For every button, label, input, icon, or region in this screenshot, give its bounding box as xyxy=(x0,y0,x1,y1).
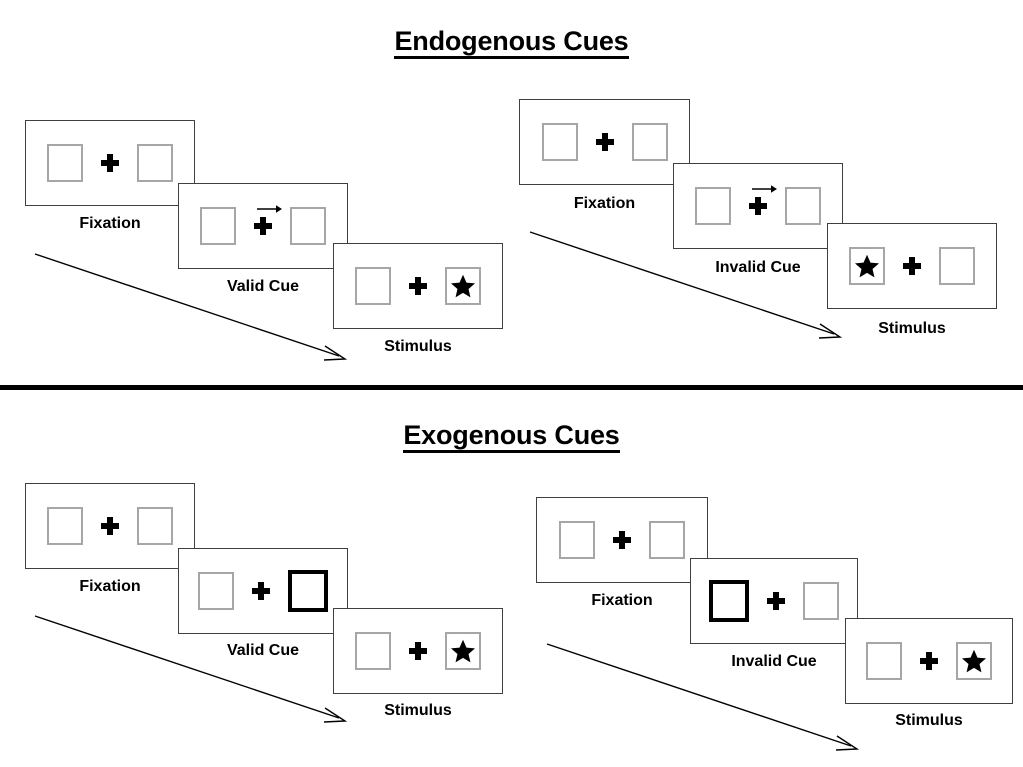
plus-icon xyxy=(595,133,614,151)
panel-content xyxy=(26,484,194,568)
panel-exogenous-invalid-fixation xyxy=(536,497,708,583)
left-box-empty xyxy=(355,267,391,305)
left-box-empty xyxy=(47,507,83,545)
panel-endogenous-valid-cue xyxy=(178,183,348,269)
star-icon xyxy=(450,638,476,664)
fixation-cross-wrap xyxy=(97,505,123,547)
fixation-cross-wrap xyxy=(916,640,942,682)
fixation-cross-wrap xyxy=(899,245,925,287)
panel-exogenous-valid-fixation xyxy=(25,483,195,569)
left-box-empty xyxy=(559,521,595,559)
caption-exogenous-invalid-stimulus: Stimulus xyxy=(895,712,963,729)
caption-endogenous-valid-fixation: Fixation xyxy=(79,215,141,232)
left-box-empty xyxy=(355,632,391,670)
star-icon xyxy=(450,273,476,299)
plus-icon xyxy=(101,517,119,535)
panel-content xyxy=(846,619,1012,703)
panel-content xyxy=(674,164,842,248)
panel-exogenous-invalid-stimulus xyxy=(845,618,1013,704)
left-box-target xyxy=(849,247,885,285)
panel-content xyxy=(828,224,996,308)
panel-exogenous-valid-stimulus xyxy=(333,608,503,694)
panel-content xyxy=(537,498,707,582)
plus-icon xyxy=(101,154,119,172)
fixation-cross-wrap xyxy=(745,185,777,227)
section-title-endogenous: Endogenous Cues xyxy=(0,26,1023,60)
section-title-endogenous-text: Endogenous Cues xyxy=(394,27,629,60)
panel-content xyxy=(179,184,347,268)
plus-icon xyxy=(903,257,921,275)
caption-exogenous-valid-fixation: Fixation xyxy=(79,578,141,595)
right-box-target xyxy=(445,632,481,670)
right-box-target xyxy=(445,267,481,305)
panel-endogenous-invalid-cue xyxy=(673,163,843,249)
left-box-empty xyxy=(695,187,731,225)
arrow-right-icon xyxy=(256,203,282,215)
fixation-cross-wrap xyxy=(609,519,635,561)
caption-exogenous-valid-stimulus: Stimulus xyxy=(384,702,452,719)
plus-icon xyxy=(254,205,282,235)
plus-icon xyxy=(749,185,777,215)
panel-endogenous-invalid-stimulus xyxy=(827,223,997,309)
right-box-empty xyxy=(803,582,839,620)
fixation-cross-wrap xyxy=(248,570,274,612)
panel-endogenous-valid-fixation xyxy=(25,120,195,206)
panel-content xyxy=(179,549,347,633)
star-icon xyxy=(961,648,987,674)
panel-content xyxy=(691,559,857,643)
fixation-cross-wrap xyxy=(592,121,618,163)
right-box-empty xyxy=(631,123,668,161)
left-box-empty xyxy=(866,642,902,680)
fixation-cross-wrap xyxy=(250,205,282,247)
plus-icon xyxy=(613,531,631,549)
plus-icon xyxy=(920,652,938,670)
right-box-empty xyxy=(290,207,326,245)
left-box-empty xyxy=(47,144,83,182)
panel-content xyxy=(334,244,502,328)
plus-icon xyxy=(767,592,785,610)
panel-exogenous-valid-cue xyxy=(178,548,348,634)
right-box-empty xyxy=(137,507,173,545)
panel-content xyxy=(26,121,194,205)
caption-exogenous-invalid-fixation: Fixation xyxy=(591,592,653,609)
right-box-cued xyxy=(288,570,328,612)
plus-icon xyxy=(252,582,270,600)
caption-endogenous-invalid-cue: Invalid Cue xyxy=(715,259,801,276)
fixation-cross-wrap xyxy=(405,630,431,672)
panel-content xyxy=(334,609,502,693)
right-box-target xyxy=(956,642,992,680)
fixation-cross-wrap xyxy=(405,265,431,307)
caption-endogenous-valid-cue: Valid Cue xyxy=(226,278,300,295)
plus-icon xyxy=(409,642,427,660)
panel-content xyxy=(520,100,689,184)
left-box-cued xyxy=(709,580,749,622)
right-box-empty xyxy=(785,187,821,225)
section-title-exogenous: Exogenous Cues xyxy=(0,420,1023,454)
right-box-empty xyxy=(137,144,173,182)
panel-endogenous-valid-stimulus xyxy=(333,243,503,329)
star-icon xyxy=(854,253,880,279)
panel-endogenous-invalid-fixation xyxy=(519,99,690,185)
fixation-cross-wrap xyxy=(763,580,789,622)
section-divider xyxy=(0,385,1023,390)
right-box-empty xyxy=(939,247,975,285)
plus-icon xyxy=(409,277,427,295)
caption-endogenous-invalid-stimulus: Stimulus xyxy=(878,320,946,337)
section-title-exogenous-text: Exogenous Cues xyxy=(403,421,620,454)
right-box-empty xyxy=(649,521,685,559)
left-box-empty xyxy=(200,207,236,245)
arrow-right-icon xyxy=(751,183,777,195)
left-box-empty xyxy=(198,572,234,610)
caption-endogenous-valid-stimulus: Stimulus xyxy=(384,338,452,355)
caption-exogenous-invalid-cue: Invalid Cue xyxy=(731,653,817,670)
fixation-cross-wrap xyxy=(97,142,123,184)
caption-endogenous-invalid-fixation: Fixation xyxy=(573,195,636,212)
left-box-empty xyxy=(541,123,578,161)
caption-exogenous-valid-cue: Valid Cue xyxy=(226,642,300,659)
panel-exogenous-invalid-cue xyxy=(690,558,858,644)
